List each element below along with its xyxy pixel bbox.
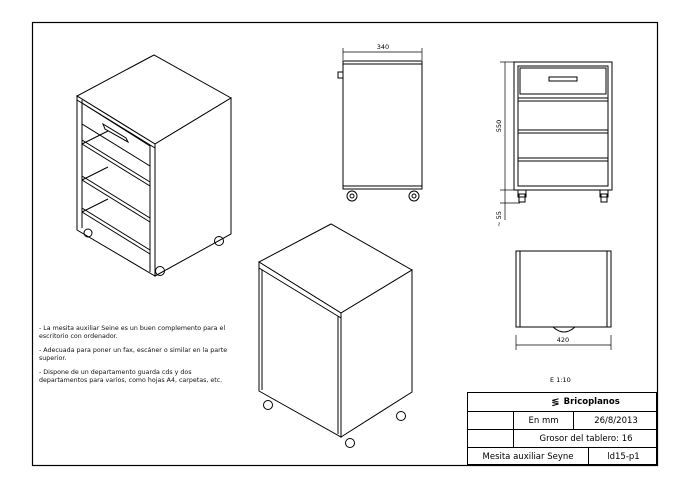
side-view (337, 48, 423, 202)
date-label: 26/8/2013 (573, 412, 658, 429)
dim-height-front: 550 (495, 120, 503, 132)
notes-block: - La mesita auxiliar Seine es un buen co… (39, 325, 237, 385)
drawing-code: ld15-p1 (588, 448, 658, 465)
note-item: - Dispone de un departamento guarda cds … (39, 369, 223, 384)
dim-width-top: 420 (557, 336, 569, 344)
sheet-border (31, 21, 659, 467)
scale-label: E 1:10 (550, 376, 571, 384)
dim-wheel-height: ~ 55 (495, 211, 503, 227)
brand-name: Bricoplanos (563, 397, 620, 407)
isometric-back-view (257, 223, 413, 448)
isometric-front-view (75, 54, 232, 277)
dim-width-side: 340 (377, 43, 389, 51)
front-view (500, 61, 613, 220)
note-item: - Adecuada para poner un fax, escáner o … (39, 347, 228, 362)
note-item: - La mesita auxiliar Seine es un buen co… (39, 325, 226, 340)
title-block: ≶ Bricoplanos En mm 26/8/2013 Grosor del… (467, 392, 657, 465)
project-name: Mesita auxiliar Seyne (482, 451, 574, 462)
top-view (515, 250, 612, 350)
logo-icon: ≶ (551, 396, 560, 408)
board-thickness-label: Grosor del tablero: 16 (513, 430, 658, 447)
units-label: En mm (513, 412, 573, 429)
